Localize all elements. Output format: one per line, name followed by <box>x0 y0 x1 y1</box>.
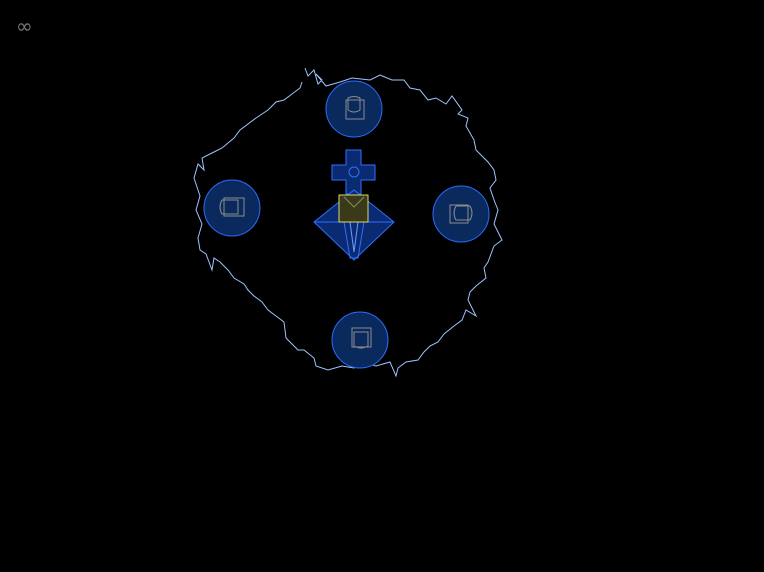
energy-boundary <box>193 67 503 378</box>
spire-icon <box>313 149 395 261</box>
cup-icon <box>449 204 473 224</box>
node-top[interactable] <box>325 80 383 138</box>
core-highlight <box>338 194 369 223</box>
core-spire[interactable] <box>313 149 395 261</box>
node-right[interactable] <box>432 185 490 243</box>
core-highlight-chevron <box>343 196 365 208</box>
cup-icon <box>345 96 365 120</box>
node-left[interactable] <box>203 179 261 237</box>
infinity-icon: ∞ <box>16 14 33 38</box>
cup-icon <box>219 197 245 217</box>
node-bottom[interactable] <box>331 311 389 369</box>
cup-icon <box>351 327 372 349</box>
